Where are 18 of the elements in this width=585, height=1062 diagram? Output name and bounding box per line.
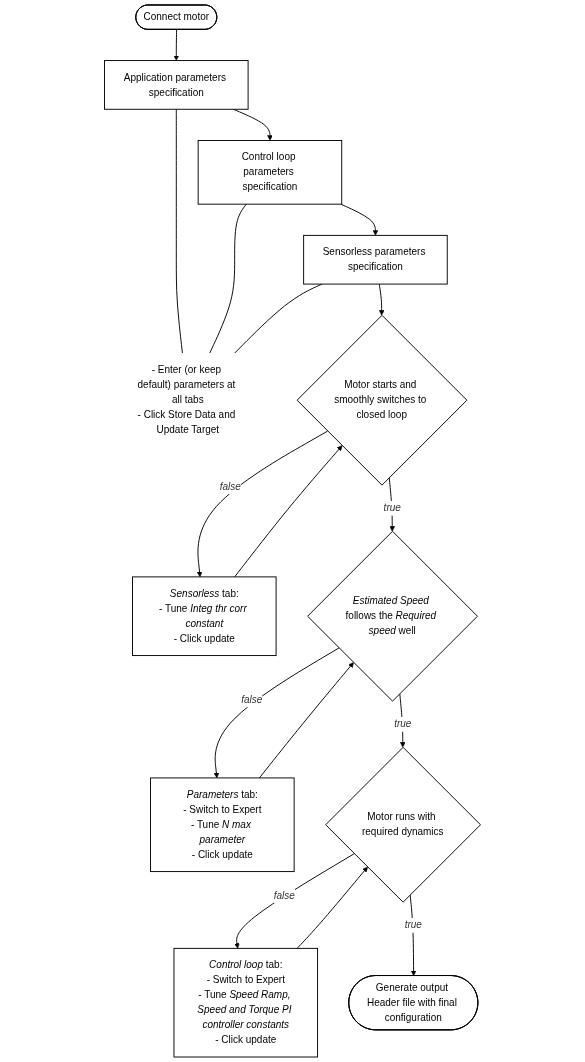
node-box: Application parameters specification (104, 60, 249, 110)
edge-label: true (383, 502, 401, 514)
node-box: Control loop parameters specification (197, 140, 343, 205)
edge-label: true (404, 919, 422, 931)
connector (175, 108, 183, 354)
edge-label: true (394, 718, 412, 730)
node-diamond: Motor runs with required dynamics (325, 746, 481, 903)
node-diamond: Estimated Speed follows the Required speed well (307, 530, 478, 702)
edge-label: false (241, 694, 263, 705)
node-box: Sensorless tab: - Tune Integ thr corr constant - Click update (132, 576, 277, 657)
node-box: Sensorless parameters specification (303, 234, 448, 285)
edge-label: false (219, 481, 241, 492)
connector (209, 203, 247, 354)
node-diamond: Motor starts and smoothly switches to closed loop (296, 314, 468, 486)
edge-label: false (273, 889, 295, 901)
node-text: - Enter (or keep default) parameters at all tabs - Click Store Data and Update Target (137, 364, 236, 436)
node-box: Parameters tab: - Switch to Expert - Tune N max parameter - Click update (150, 777, 295, 873)
node-box: Control loop tab: - Switch to Expert - Tune Speed Ramp, Speed and Torque PI controller constants - Click update (173, 947, 319, 1058)
